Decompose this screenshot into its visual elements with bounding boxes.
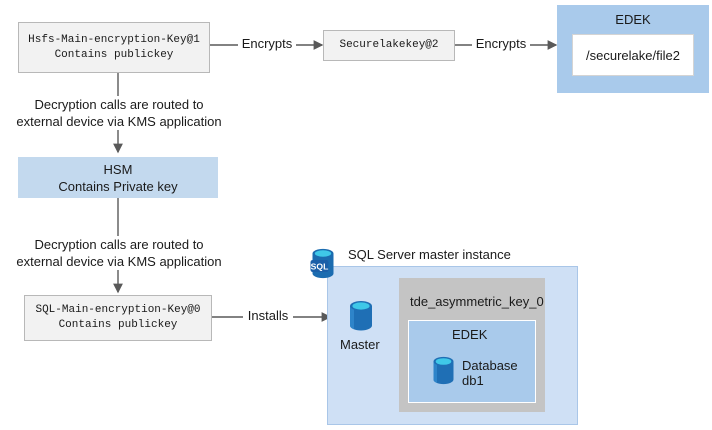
tde-asymmetric-key-title: tde_asymmetric_key_0 <box>410 294 544 309</box>
edek-inner-title: EDEK <box>452 327 488 342</box>
note-2-line-1: Decryption calls are routed to <box>34 237 204 252</box>
node-hsfs-main-encryption-key[interactable]: Hsfs-Main-encryption-Key@1 Contains publ… <box>18 22 210 73</box>
sql-server-icon: SQL <box>309 248 337 280</box>
edge-label-encrypts-1: Encrypts <box>238 36 296 51</box>
node-sql-main-encryption-key[interactable]: SQL-Main-encryption-Key@0 Contains publi… <box>24 295 212 341</box>
edge-label-installs: Installs <box>243 308 293 323</box>
db1-database-cylinder-icon <box>431 356 456 386</box>
node-hsm[interactable]: HSM Contains Private key <box>18 157 218 198</box>
edek-panel-title: EDEK <box>615 12 651 27</box>
hsm-line-1: HSM <box>103 161 133 177</box>
edek-file-box[interactable]: /securelake/file2 <box>572 34 694 76</box>
hsfs-key-line-2: Contains publickey <box>54 48 174 61</box>
master-database-cylinder-icon <box>347 300 375 333</box>
note-1-line-2: external device via KMS application <box>16 114 222 129</box>
note-1-line-1: Decryption calls are routed to <box>34 97 204 112</box>
panel-edek-securelake: EDEK /securelake/file2 <box>557 5 709 93</box>
db1-line-1: Database <box>462 358 518 373</box>
box-edek-inner <box>408 320 536 403</box>
hsfs-key-line-1: Hsfs-Main-encryption-Key@1 <box>28 33 200 46</box>
sql-key-line-2: Contains publickey <box>58 319 178 331</box>
note-decryption-routing-1: Decryption calls are routed to external … <box>0 96 238 130</box>
sql-server-instance-caption: SQL Server master instance <box>348 247 511 262</box>
master-label: Master <box>340 337 380 352</box>
note-2-line-2: external device via KMS application <box>16 254 222 269</box>
note-decryption-routing-2: Decryption calls are routed to external … <box>0 236 238 270</box>
edek-file-path: /securelake/file2 <box>586 47 680 63</box>
edge-label-encrypts-2: Encrypts <box>472 36 530 51</box>
securelakekey-label: Securelakekey@2 <box>339 39 439 51</box>
node-securelakekey[interactable]: Securelakekey@2 <box>323 30 455 61</box>
hsm-line-2: Contains Private key <box>58 178 178 194</box>
db1-line-2: db1 <box>462 373 484 388</box>
db1-label: Database db1 <box>462 358 518 388</box>
sql-key-line-1: SQL-Main-encryption-Key@0 <box>35 304 201 316</box>
svg-text:SQL: SQL <box>311 261 329 271</box>
